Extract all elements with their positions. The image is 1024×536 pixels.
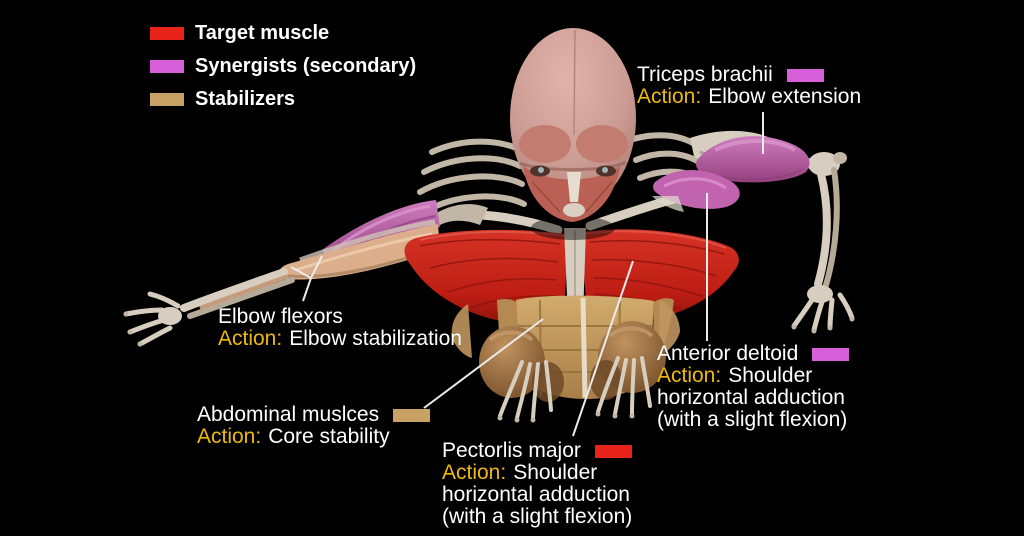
- legend-item-target: Target muscle: [150, 23, 416, 43]
- legend-label: Target muscle: [195, 22, 330, 44]
- annotation-anterior-deltoid: Anterior deltoid Action: Shoulder horizon…: [657, 342, 850, 431]
- action-text: horizontal adduction: [657, 386, 845, 409]
- legend-label: Stabilizers: [195, 88, 296, 110]
- action-text: Shoulder: [728, 364, 813, 387]
- callout-line-abdominals: [423, 318, 544, 409]
- target-muscle-swatch-icon: [150, 26, 184, 40]
- callout-line-elbow-flexors: [290, 255, 323, 302]
- action-line: Action: Elbow extension: [637, 86, 861, 108]
- left-arm: [123, 200, 440, 347]
- action-line: Action: Core stability: [197, 426, 430, 448]
- legend-item-synergists: Synergists (secondary): [150, 56, 416, 76]
- action-text: Elbow stabilization: [289, 327, 462, 350]
- annotation-triceps-brachii: Triceps brachii Action: Elbow extension: [637, 64, 861, 108]
- stabilizer-swatch-icon: [393, 408, 431, 422]
- action-prefix: Action:: [197, 425, 262, 448]
- synergists-swatch-icon: [150, 59, 184, 73]
- action-text: (with a slight flexion): [442, 505, 633, 528]
- action-text: (with a slight flexion): [657, 408, 848, 431]
- feet-bones-icon: [497, 356, 652, 423]
- synergist-swatch-icon: [812, 347, 850, 361]
- right-hand-icon: [791, 285, 855, 334]
- muscle-name: Elbow flexors: [218, 305, 343, 328]
- synergist-swatch-icon: [786, 68, 824, 82]
- muscle-name: Triceps brachii: [637, 63, 773, 86]
- legend: Target muscle Synergists (secondary) Sta…: [150, 23, 416, 122]
- annotation-pectoralis-major: Pectorlis major Action: Shoulder horizont…: [442, 440, 632, 528]
- action-prefix: Action:: [637, 85, 702, 108]
- action-text: Elbow extension: [708, 85, 862, 108]
- action-text: horizontal adduction: [442, 483, 630, 506]
- annotation-abdominal-muscles: Abdominal muslces Action: Core stability: [197, 403, 431, 448]
- callout-line-pectoralis: [572, 260, 634, 437]
- action-line: (with a slight flexion): [442, 506, 632, 528]
- muscle-name: Abdominal muslces: [197, 403, 380, 426]
- legend-label: Synergists (secondary): [195, 55, 417, 77]
- action-prefix: Action:: [657, 364, 722, 387]
- legs-knees-icon: [451, 300, 680, 402]
- action-line: Action: Elbow stabilization: [218, 328, 462, 350]
- annotation-elbow-flexors: Elbow flexors Action: Elbow stabilization: [218, 306, 462, 350]
- stabilizers-swatch-icon: [150, 92, 184, 106]
- muscle-name: Pectorlis major: [442, 439, 581, 462]
- action-prefix: Action:: [218, 327, 283, 350]
- anterior-deltoid-muscle-icon: [652, 170, 740, 212]
- right-arm: [652, 136, 855, 334]
- target-swatch-icon: [594, 444, 632, 458]
- legend-item-stabilizers: Stabilizers: [150, 89, 416, 109]
- muscle-name: Anterior deltoid: [657, 342, 799, 365]
- action-line: (with a slight flexion): [657, 409, 849, 431]
- action-text: Shoulder: [513, 461, 598, 484]
- action-text: Core stability: [268, 425, 390, 448]
- action-line: horizontal adduction: [442, 484, 632, 506]
- action-prefix: Action:: [442, 461, 507, 484]
- left-hand-icon: [123, 291, 182, 347]
- action-line: Action: Shoulder: [442, 462, 632, 484]
- callout-lines: [290, 112, 764, 437]
- action-line: horizontal adduction: [657, 387, 849, 409]
- action-line: Action: Shoulder: [657, 365, 849, 387]
- head-icon: [510, 28, 636, 240]
